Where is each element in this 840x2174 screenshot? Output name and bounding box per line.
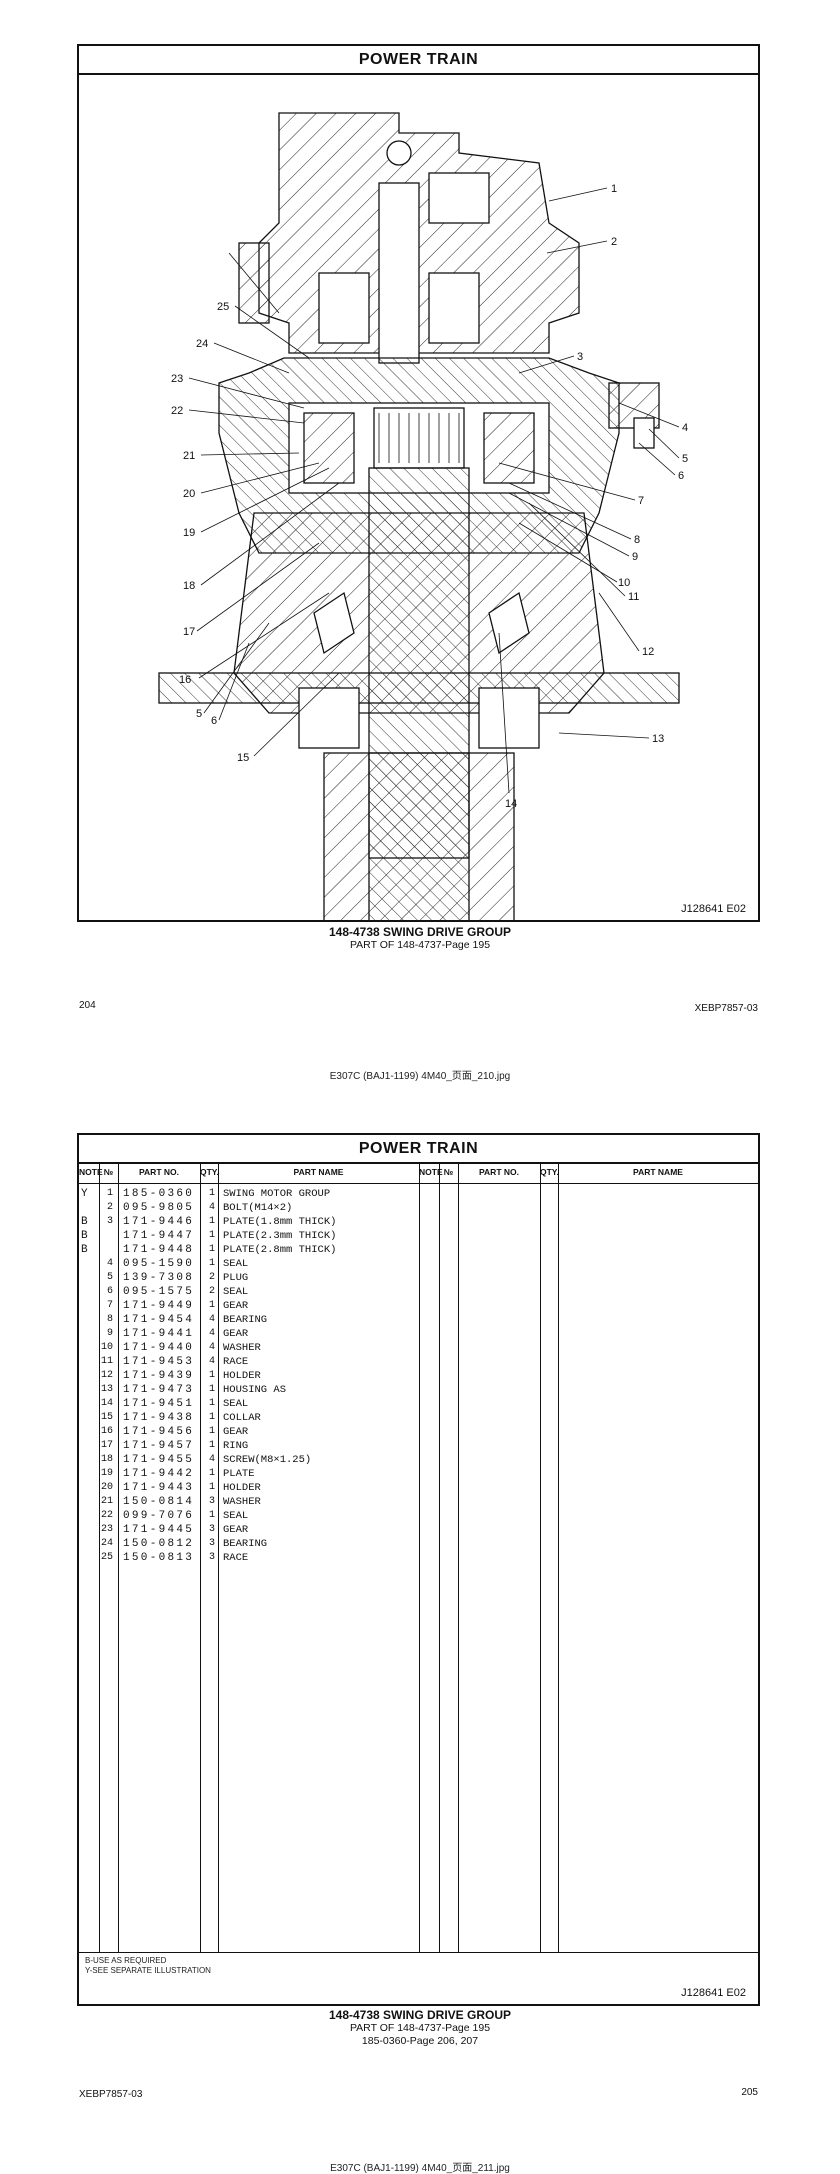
footnote-see-separate: Y-SEE SEPARATE ILLUSTRATION	[85, 1966, 211, 1975]
callout-5: 5	[682, 453, 688, 465]
page-number-2: 205	[741, 2087, 758, 2098]
page-number: 204	[79, 1000, 96, 1011]
col-header-note: NOTE	[79, 1167, 103, 1177]
callout-15: 15	[237, 752, 249, 764]
callout-12: 12	[642, 646, 654, 658]
col-header-part-name-right: PART NAME	[633, 1167, 683, 1177]
callout-24: 24	[196, 338, 208, 350]
callout-3: 3	[577, 351, 583, 363]
parts-list-frame: POWER TRAIN NOTE № PART NO. QTY. PART NA…	[77, 1133, 760, 2006]
section-title-2: POWER TRAIN	[79, 1135, 758, 1164]
callout-9: 9	[632, 551, 638, 563]
callout-16: 16	[179, 674, 191, 686]
callout-2: 2	[611, 236, 617, 248]
callout-19: 19	[183, 527, 195, 539]
illustration-ref: J128641 E02	[681, 903, 746, 915]
col-header-part-name: PART NAME	[293, 1167, 344, 1177]
doc-code-2: XEBP7857-03	[79, 2089, 143, 2100]
callout-6-lower: 6	[211, 715, 217, 727]
swing-drive-cross-section: 1 2 3 4 5 6 7 8 9 10 11 12 13 14 15 16 1…	[158, 112, 688, 920]
file-name-2: E307C (BAJ1-1199) 4M40_页面_211.jpg	[330, 2163, 510, 2174]
col-header-part-no-right: PART NO.	[479, 1167, 519, 1177]
col-header-note-right: NOTE	[419, 1167, 443, 1177]
callout-13: 13	[652, 733, 664, 745]
callout-17: 17	[183, 626, 195, 638]
col-header-no: №	[103, 1167, 114, 1177]
col-header-part-no: PART NO.	[139, 1167, 179, 1177]
callout-22: 22	[171, 405, 183, 417]
illustration-ref-2: J128641 E02	[681, 1987, 746, 1999]
callout-25: 25	[217, 301, 229, 313]
callout-7: 7	[638, 495, 644, 507]
footnote-use-as-required: B-USE AS REQUIRED	[85, 1956, 167, 1965]
parts-table: NOTE № PART NO. QTY. PART NAME NOTE № PA…	[79, 1162, 758, 1982]
col-header-no-right: №	[443, 1167, 454, 1177]
callout-8: 8	[634, 534, 640, 546]
callout-14: 14	[505, 798, 517, 810]
group-subtitle-2: PART OF 148-4737-Page 195	[349, 2022, 491, 2034]
group-subtitle: PART OF 148-4737-Page 195	[349, 939, 491, 951]
doc-code: XEBP7857-03	[694, 1003, 758, 1014]
callout-6: 6	[678, 470, 684, 482]
group-title-2: 148-4738 SWING DRIVE GROUP	[328, 2008, 512, 2022]
callout-11: 11	[628, 591, 639, 603]
col-header-qty-right: QTY.	[540, 1167, 559, 1177]
callout-18: 18	[183, 580, 195, 592]
callout-21: 21	[183, 450, 195, 462]
group-title: 148-4738 SWING DRIVE GROUP	[328, 925, 512, 939]
diagram-frame: POWER TRAIN	[77, 44, 760, 922]
callout-20: 20	[183, 488, 195, 500]
callout-1: 1	[611, 183, 617, 195]
file-name: E307C (BAJ1-1199) 4M40_页面_210.jpg	[329, 1071, 511, 1082]
col-header-qty: QTY.	[200, 1167, 219, 1177]
callout-5-lower: 5	[196, 708, 202, 720]
callout-10: 10	[618, 577, 630, 589]
callout-23: 23	[171, 373, 183, 385]
group-subtitle-3: 185-0360-Page 206, 207	[361, 2035, 479, 2047]
section-title: POWER TRAIN	[79, 46, 758, 75]
callout-4: 4	[682, 422, 688, 434]
